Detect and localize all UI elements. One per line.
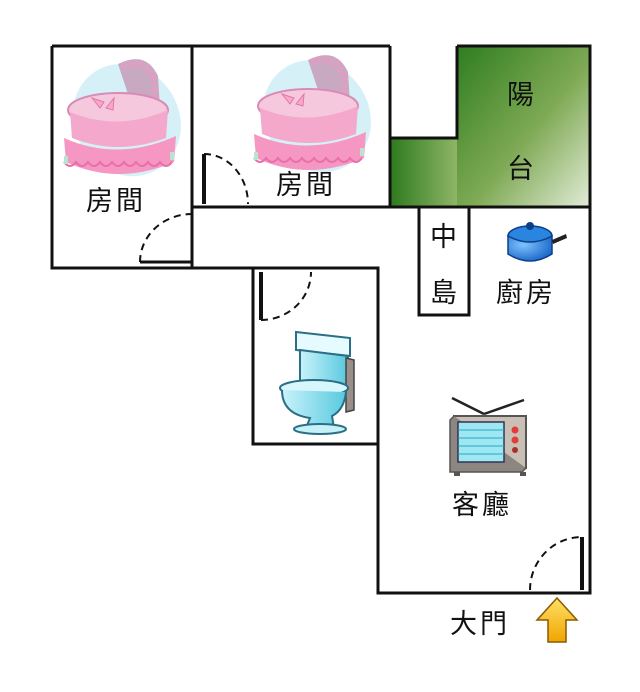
balcony-label-top: 陽 (507, 80, 537, 111)
doors (139, 153, 584, 591)
island-label-top: 中 (430, 222, 460, 253)
living-room-label: 客廳 (452, 490, 512, 521)
bassinet-icon-left (51, 43, 203, 198)
television-icon (449, 396, 527, 476)
kitchen-label: 廚房 (496, 278, 556, 309)
cooking-pot-icon (507, 222, 567, 262)
up-arrow-icon (535, 596, 579, 643)
balcony-label-bottom: 台 (507, 154, 537, 185)
main-door-label: 大門 (450, 609, 510, 640)
balcony (390, 46, 590, 207)
walls (50, 44, 592, 595)
island-label-bottom: 島 (430, 278, 460, 309)
bedroom-middle-label: 房間 (276, 170, 336, 201)
toilet-icon (279, 330, 355, 435)
bedroom-left-label: 房間 (86, 186, 146, 217)
